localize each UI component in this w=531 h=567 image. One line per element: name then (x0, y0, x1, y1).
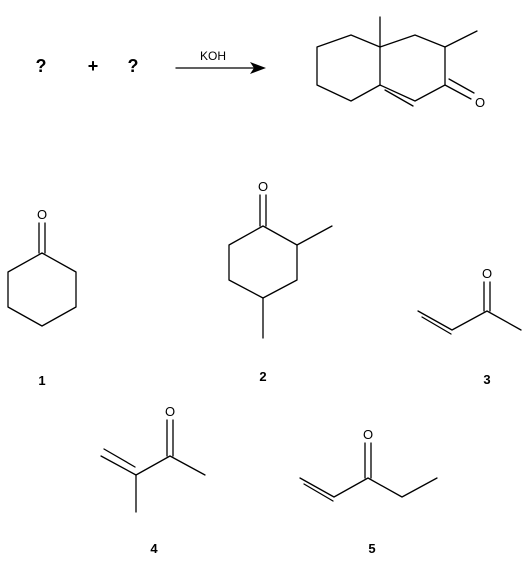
product-structure: O (316, 16, 485, 110)
unknown-reactant-1: ? (36, 56, 47, 76)
compound-4-structure: O (100, 404, 206, 513)
reagent-label: KOH (200, 49, 226, 63)
compound-2-number: 2 (259, 369, 266, 384)
compound-2-oxygen-label: O (258, 179, 268, 194)
compound-3-structure: O (417, 266, 522, 335)
compound-4-oxygen-label: O (165, 404, 175, 419)
compound-5-oxygen-label: O (363, 427, 373, 442)
reaction-arrow (175, 62, 266, 74)
plus-sign: + (88, 56, 99, 76)
compound-1-oxygen-label: O (37, 207, 47, 222)
compound-3-oxygen-label: O (482, 266, 492, 281)
compound-4-number: 4 (150, 541, 158, 556)
unknown-reactant-2: ? (128, 56, 139, 76)
compound-1-structure: O (7, 207, 77, 327)
compound-5-structure: O (299, 427, 438, 502)
compound-2-structure: O (228, 179, 333, 339)
product-oxygen-label: O (475, 95, 485, 110)
compound-5-number: 5 (368, 541, 375, 556)
compound-3-number: 3 (483, 372, 490, 387)
compound-1-number: 1 (38, 373, 45, 388)
